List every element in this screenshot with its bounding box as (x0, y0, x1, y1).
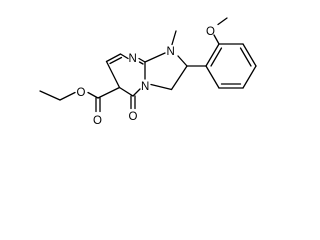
atom-o-carbonyl-ester: O (93, 115, 102, 127)
bond-n1m-methyl (171, 30, 177, 46)
bond-c5-c6 (118, 86, 134, 97)
bond-c8-n1 (119, 53, 129, 60)
atom-o-methoxy: O (206, 26, 215, 38)
bond-c6-c7 (105, 60, 121, 89)
bond-ph3-ph4 (242, 43, 257, 67)
bond-n1-c8a (138, 57, 146, 63)
bond-ph2-o (213, 34, 220, 45)
atom-n-bridge: N (141, 81, 149, 93)
atom-n-top: N (129, 53, 137, 65)
bond-c7-c8-inner (109, 56, 123, 65)
bond-c2-c3 (170, 65, 188, 91)
bond-c7-c8 (105, 53, 122, 63)
bond-ph1-ph2 (205, 43, 220, 67)
bond-o-ch3 (217, 17, 228, 26)
bond-n1m-c2 (177, 55, 188, 67)
bond-n4-c5 (132, 88, 141, 97)
bond-ph1-ph2-inner (210, 47, 223, 67)
bond-cester-o (87, 91, 99, 99)
bond-n1-c8a-inner (138, 61, 144, 65)
chemical-structure: N N N O O O O (39, 17, 257, 127)
bond-c6-cester (97, 86, 121, 99)
bond-c8a-n1m (144, 52, 166, 63)
atom-n-methyl: N (167, 46, 175, 58)
bond-ch2-ch3 (39, 90, 61, 101)
bond-ph4-ph5 (242, 65, 257, 89)
atom-o-ketone: O (129, 111, 138, 123)
bond-ph6-ph1 (205, 65, 220, 89)
bond-c3-n4 (150, 83, 173, 91)
atom-o-ester: O (77, 87, 86, 99)
bond-o-ch2 (59, 91, 76, 101)
bond-ph3-ph4-inner (239, 47, 252, 67)
